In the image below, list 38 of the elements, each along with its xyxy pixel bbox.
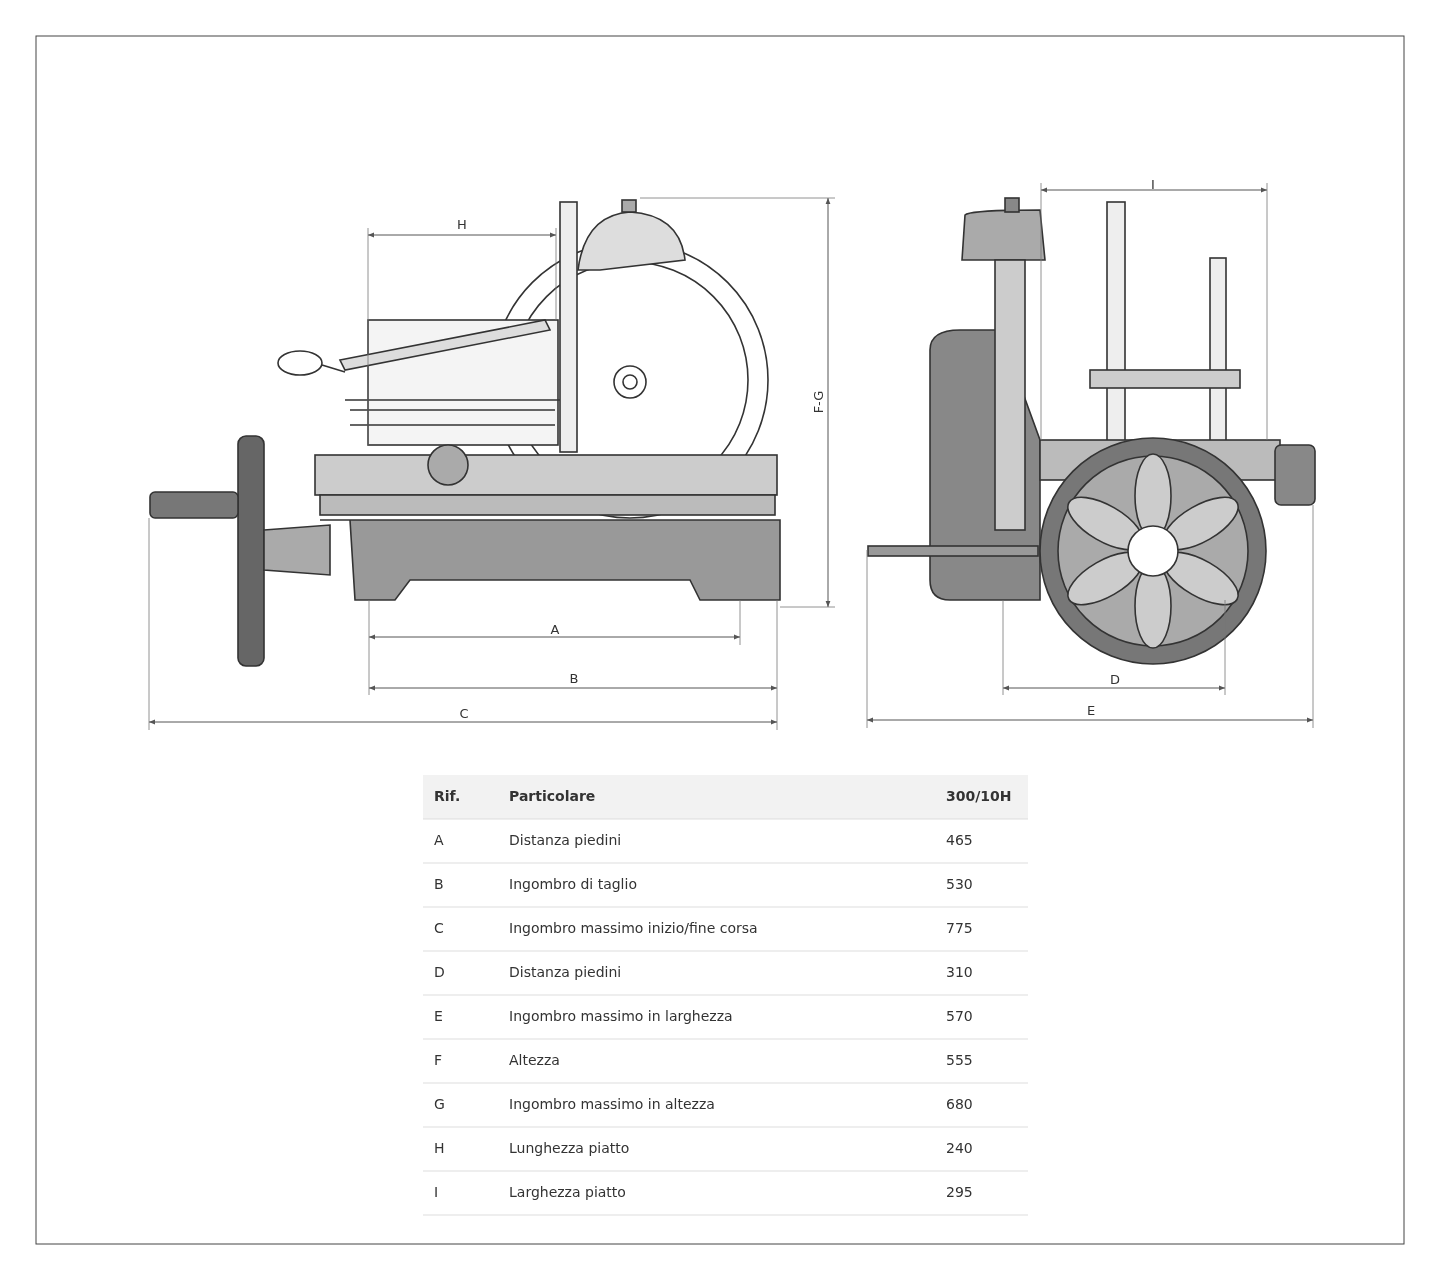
reference-letter: H: [434, 1141, 445, 1155]
header-text: 300/10H: [946, 789, 1012, 803]
reference-letter: B: [434, 877, 444, 891]
reference-letter: I: [434, 1185, 439, 1199]
dimension-value: 295: [946, 1185, 973, 1199]
header-text: Rif.: [434, 789, 461, 803]
dimension-value: 775: [946, 921, 973, 935]
dimension-value: 530: [946, 877, 973, 891]
part-description: Ingombro massimo inizio/fine corsa: [509, 921, 758, 935]
part-description: Ingombro massimo in larghezza: [509, 1009, 733, 1023]
dimension-letter: D: [1110, 672, 1120, 686]
reference-letter: C: [434, 921, 444, 935]
part-description: Lunghezza piatto: [509, 1141, 630, 1155]
dimension-value: 680: [946, 1097, 973, 1111]
part-description: Ingombro di taglio: [509, 877, 637, 891]
reference-letter: A: [434, 833, 444, 847]
reference-letter: D: [434, 965, 445, 979]
dimension-letter: A: [550, 622, 560, 636]
part-description: Distanza piedini: [509, 965, 622, 979]
dimension-letter: C: [459, 706, 469, 720]
dimension-letter: F-G: [811, 390, 825, 414]
dimension-value: 570: [946, 1009, 973, 1023]
part-description: Altezza: [509, 1053, 560, 1067]
header-text: Particolare: [509, 789, 596, 803]
dimension-letter: E: [1086, 703, 1096, 717]
part-description: Ingombro massimo in altezza: [509, 1097, 715, 1111]
dimension-letter: I: [1151, 177, 1155, 191]
part-description: Larghezza piatto: [509, 1185, 626, 1199]
dimension-value: 310: [946, 965, 973, 979]
dimension-value: 240: [946, 1141, 973, 1155]
reference-letter: E: [434, 1009, 443, 1023]
dimension-value: 465: [946, 833, 973, 847]
part-description: Distanza piedini: [509, 833, 622, 847]
dimension-value: 555: [946, 1053, 973, 1067]
dimension-letter: B: [569, 671, 579, 685]
reference-letter: F: [434, 1053, 443, 1067]
dimension-letter: H: [457, 217, 467, 231]
reference-letter: G: [434, 1097, 445, 1111]
